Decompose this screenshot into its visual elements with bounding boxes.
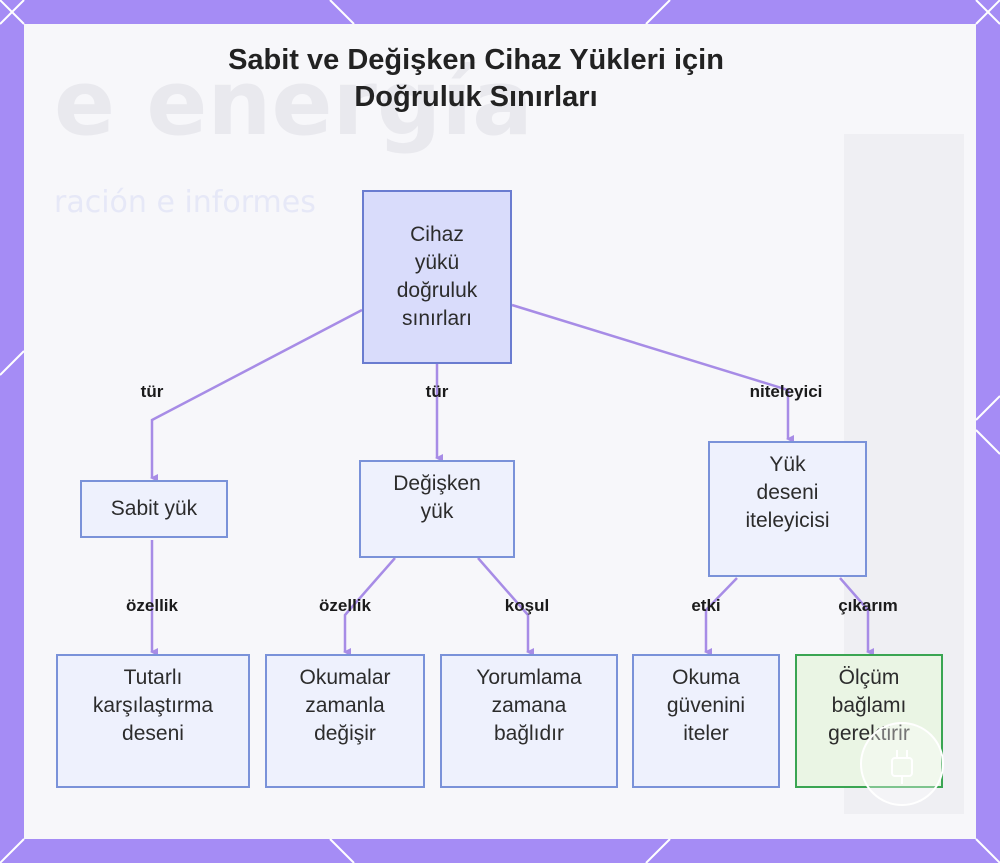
edge-root-qualifier: [511, 303, 794, 443]
edge-qualifier-context: [839, 577, 874, 656]
svg-text:e energía: e energía: [54, 51, 533, 156]
node-readings-change: Okumalar zamanla değişir: [265, 654, 425, 788]
edge-root-fixed: [150, 308, 363, 482]
node-consistent-comparison: Tutarlı karşılaştırma deseni: [56, 654, 250, 788]
node-fixed-load: Sabit yük: [80, 480, 228, 538]
edge-label-fixed-consistent: özellik: [126, 596, 178, 615]
node-reading-confidence: Okuma güvenini iteler: [632, 654, 780, 788]
diagram-title: Sabit ve Değişken Cihaz Yükleri için Doğ…: [0, 42, 952, 116]
title-line-1: Sabit ve Değişken Cihaz Yükleri için: [228, 44, 724, 76]
edge-label-root-fixed: tür: [140, 382, 164, 401]
node-variable-load: Değişken yük: [359, 460, 515, 558]
node-root: Cihaz yükü doğruluk sınırları: [362, 190, 512, 364]
edge-variable-time: [477, 557, 534, 656]
edge-variable-change: [343, 557, 396, 656]
edge-label-variable-change: özellik: [319, 596, 371, 615]
edge-label-qualifier-context: çıkarım: [838, 596, 898, 615]
edge-label-root-qualifier: niteleyici: [749, 382, 823, 401]
node-time-dependent: Yorumlama zamana bağlıdır: [440, 654, 618, 788]
edge-label-variable-time: koşul: [504, 596, 550, 615]
svg-text:ración e informes: ración e informes: [54, 185, 316, 220]
edge-qualifier-confidence: [704, 577, 738, 656]
edge-label-qualifier-confidence: etki: [691, 596, 721, 615]
edge-label-root-variable: tür: [425, 382, 449, 401]
title-line-2: Doğruluk Sınırları: [354, 81, 598, 113]
node-load-pattern-qualifier: Yük deseni iteleyicisi: [708, 441, 867, 577]
plug-icon: [860, 722, 944, 806]
